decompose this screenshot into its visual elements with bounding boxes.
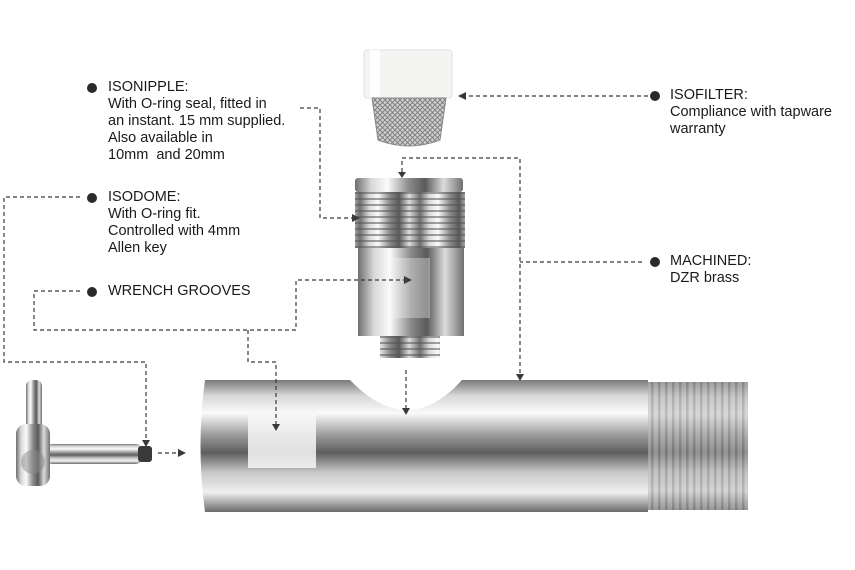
machined-line-1: DZR brass <box>670 270 740 286</box>
isodome-line-3: Allen key <box>108 240 167 256</box>
isofilter-bullet-icon <box>650 91 660 101</box>
isonipple-line-4: 10mm and 20mm <box>108 147 225 163</box>
isonipple-line-2: an instant. 15 mm supplied. <box>108 113 286 129</box>
leader-arrowheads <box>142 92 524 457</box>
leader-wrench-grooves <box>33 279 404 331</box>
wrench-grooves-title: WRENCH GROOVES <box>108 283 251 299</box>
leader-isonipple <box>300 107 352 219</box>
isodome-line-1: With O-ring fit. <box>108 206 201 222</box>
wrench-grooves-callout: WRENCH GROOVES <box>108 283 251 300</box>
isonipple-part <box>355 178 465 358</box>
isofilter-title: ISOFILTER: <box>670 87 748 103</box>
machined-title: MACHINED: <box>670 253 752 269</box>
leader-wrench-lower <box>247 330 277 424</box>
leader-lines <box>3 95 648 454</box>
isofilter-part <box>363 49 453 147</box>
isofilter-line-1: Compliance with tapware <box>670 104 832 120</box>
isodome-callout: ISODOME: With O-ring fit. Controlled wit… <box>108 189 240 257</box>
isodome-part <box>16 380 152 486</box>
machined-callout: MACHINED: DZR brass <box>670 253 751 287</box>
leader-isodome <box>3 196 147 440</box>
isofilter-callout: ISOFILTER: Compliance with tapware warra… <box>670 87 832 138</box>
machined-bullet-icon <box>650 257 660 267</box>
isonipple-line-1: With O-ring seal, fitted in <box>108 96 267 112</box>
wrench-grooves-bullet-icon <box>87 287 97 297</box>
isonipple-bullet-icon <box>87 83 97 93</box>
isonipple-title: ISONIPPLE: <box>108 79 189 95</box>
isodome-title: ISODOME: <box>108 189 181 205</box>
isodome-bullet-icon <box>87 193 97 203</box>
isodome-line-2: Controlled with 4mm <box>108 223 241 239</box>
main-body-part <box>200 380 748 512</box>
isonipple-callout: ISONIPPLE: With O-ring seal, fitted in a… <box>108 79 285 164</box>
isofilter-line-2: warranty <box>670 121 726 137</box>
isonipple-line-3: Also available in <box>108 130 213 146</box>
leader-machined-top <box>401 157 521 374</box>
